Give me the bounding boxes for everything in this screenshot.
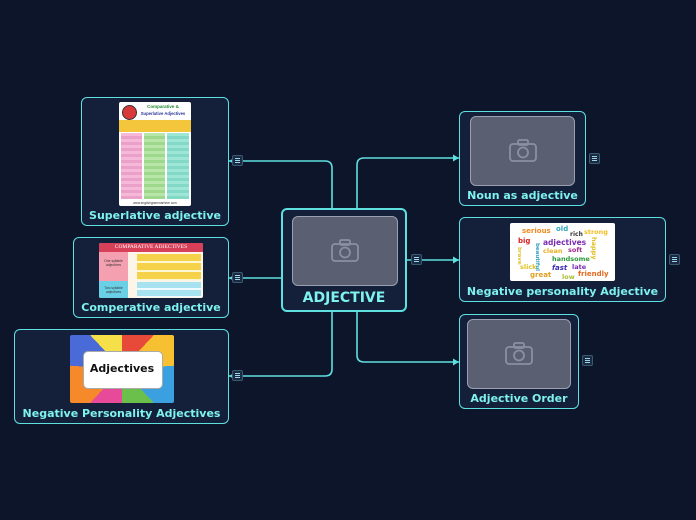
camera-icon: [508, 139, 537, 162]
noun-image-placeholder: [470, 116, 575, 186]
adjectives-word-cloud-image: serious old rich strong big adjectives s…: [510, 223, 615, 281]
adjectives-sign-text: Adjectives: [89, 362, 155, 375]
label-adjective-order: Adjective Order: [470, 392, 568, 405]
word-late: late: [572, 263, 587, 271]
menu-icon-noun-as-adjective[interactable]: [589, 153, 600, 164]
chart1-column-teal: [167, 133, 189, 199]
comparative-adjectives-chart-image: COMPARATIVE ADJECTIVES One syllable adje…: [99, 243, 203, 298]
word-clean: clean: [543, 247, 563, 255]
adjective-order-image-placeholder: [467, 319, 571, 389]
word-big: big: [518, 237, 531, 245]
word-fast: fast: [552, 264, 568, 272]
chart1-column-green: [144, 133, 165, 199]
label-negative-personality-adjectives: Negative Personality Adjectives: [22, 407, 221, 420]
word-strong: strong: [584, 228, 608, 236]
label-negative-personality-adjective: Negative personality Adjective: [466, 285, 659, 298]
word-serious: serious: [522, 227, 551, 235]
chart2-left-bottom: [99, 281, 128, 298]
chart2-left-text1: One syllable adjectives: [104, 259, 123, 267]
node-noun-as-adjective[interactable]: Noun as adjective: [459, 111, 586, 206]
chart2-left-top: [99, 252, 128, 281]
chart1-intro-band: [119, 120, 191, 132]
word-beautiful: beautiful: [534, 243, 540, 272]
label-noun-as-adjective: Noun as adjective: [467, 189, 578, 202]
chart1-logo: [122, 105, 137, 120]
link-adjective-order: [356, 312, 459, 363]
chart2-left-text2: Two syllable adjectives: [104, 286, 123, 294]
menu-icon-superlative[interactable]: [232, 155, 243, 166]
central-topic-label: ADJECTIVE: [302, 290, 386, 306]
link-negative-personality-adjectives: [229, 312, 333, 377]
word-slick: slick: [520, 263, 537, 271]
chart2-rows-yellow: [137, 254, 201, 280]
arrow-adjective-order: [453, 358, 459, 366]
node-negative-personality-adjectives[interactable]: Adjectives Negative Personality Adjectiv…: [14, 329, 229, 424]
chart1-footer: www.englishgrammarhere.com: [133, 201, 177, 205]
word-rich: rich: [570, 231, 583, 238]
node-adjective-order[interactable]: Adjective Order: [459, 314, 579, 409]
word-great: great: [530, 271, 552, 279]
word-adjectives: adjectives: [543, 238, 587, 247]
word-soft: soft: [568, 246, 583, 254]
menu-icon-negative-personality-adjective[interactable]: [669, 254, 680, 265]
word-old: old: [556, 225, 569, 233]
menu-icon-comperative[interactable]: [232, 272, 243, 283]
word-low: low: [562, 273, 575, 281]
node-negative-personality-adjective[interactable]: serious old rich strong big adjectives s…: [459, 217, 666, 302]
menu-icon-negative-personality-adjectives[interactable]: [232, 370, 243, 381]
central-image-placeholder: [292, 216, 398, 286]
adjectives-sign-image: Adjectives: [70, 335, 174, 403]
central-topic-node[interactable]: ADJECTIVE: [281, 208, 407, 312]
arrow-negative-personality-adjective: [453, 256, 459, 264]
word-happy: happy: [590, 237, 598, 260]
menu-icon-adjective-order[interactable]: [582, 355, 593, 366]
word-friendly: friendly: [578, 270, 609, 278]
label-comperative-adjective: Comperative adjective: [81, 301, 221, 314]
central-menu-icon[interactable]: [411, 254, 422, 265]
comparative-superlative-chart-image: Comparative & Superlative Adjectives www…: [119, 102, 191, 206]
node-superlative-adjective[interactable]: Comparative & Superlative Adjectives www…: [81, 97, 229, 226]
camera-icon: [505, 342, 533, 365]
chart1-title-line1: Comparative &: [147, 104, 179, 109]
word-handsome: handsome: [552, 255, 590, 263]
adjectives-sign-board: [83, 351, 163, 389]
label-superlative-adjective: Superlative adjective: [89, 209, 221, 222]
link-noun-as-adjective: [356, 157, 459, 210]
camera-icon: [331, 239, 359, 262]
chart2-title: COMPARATIVE ADJECTIVES: [99, 243, 203, 252]
link-superlative: [229, 160, 333, 210]
chart1-title-line2: Superlative Adjectives: [140, 111, 186, 116]
word-brave: brave: [516, 247, 522, 265]
chart2-rows-blue: [137, 282, 201, 297]
node-comperative-adjective[interactable]: COMPARATIVE ADJECTIVES One syllable adje…: [73, 237, 229, 318]
arrow-noun-as-adjective: [453, 154, 459, 162]
chart1-column-pink: [121, 133, 142, 199]
